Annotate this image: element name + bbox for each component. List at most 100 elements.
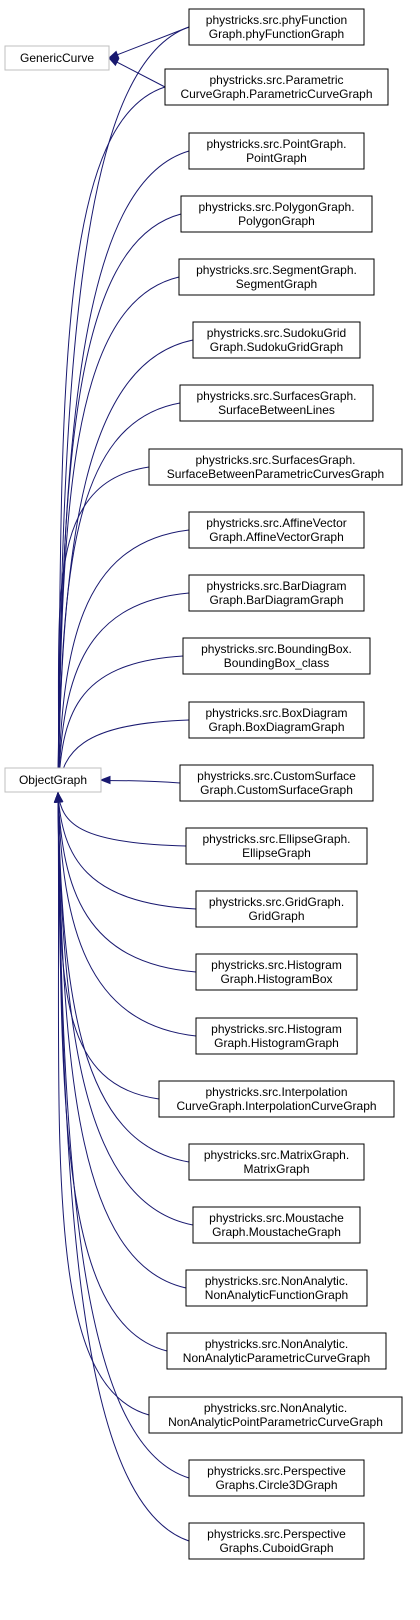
class-node-box xyxy=(185,1269,368,1307)
class-node[interactable]: phystricks.src.AffineVectorGraph.AffineV… xyxy=(188,511,365,549)
class-node-label: phystricks.src.Perspective xyxy=(207,1464,346,1478)
class-node[interactable]: phystricks.src.NonAnalytic.NonAnalyticFu… xyxy=(185,1269,368,1307)
inheritance-edge xyxy=(57,792,160,1100)
inheritance-edge xyxy=(57,792,150,1416)
class-node-box xyxy=(188,511,365,549)
class-node[interactable]: phystricks.src.PointGraph.PointGraph xyxy=(188,132,365,170)
class-node-label: phystricks.src.Parametric xyxy=(209,73,343,87)
class-node-label: phystricks.src.MatrixGraph. xyxy=(204,1148,349,1162)
class-node-label: phystricks.src.BarDiagram xyxy=(206,579,346,593)
class-node-label: EllipseGraph xyxy=(242,846,311,860)
class-node-box xyxy=(182,637,371,675)
class-node-label: phystricks.src.NonAnalytic. xyxy=(205,1337,348,1351)
class-node-label: phystricks.src.Histogram xyxy=(211,958,342,972)
class-node[interactable]: phystricks.src.GridGraph.GridGraph xyxy=(195,890,358,928)
class-node-label: Graph.MoustacheGraph xyxy=(212,1225,341,1239)
class-node-box xyxy=(192,321,361,359)
class-node-label: phystricks.src.PointGraph. xyxy=(206,137,346,151)
class-node[interactable]: phystricks.src.ParametricCurveGraph.Para… xyxy=(164,68,389,106)
class-node-label: phystricks.src.phyFunction xyxy=(206,13,347,27)
class-node-label: Graph.BarDiagramGraph xyxy=(209,593,343,607)
inheritance-edge xyxy=(57,26,190,794)
inheritance-edge xyxy=(57,592,190,794)
class-node-label: PolygonGraph xyxy=(238,214,315,228)
class-node-label: MatrixGraph xyxy=(243,1162,309,1176)
inheritance-edge xyxy=(57,276,180,794)
class-node-label: phystricks.src.CustomSurface xyxy=(197,769,356,783)
inheritance-edge xyxy=(57,792,197,973)
class-node-box xyxy=(166,1332,387,1370)
node-object-graph[interactable]: ObjectGraph xyxy=(4,767,102,793)
class-node-box xyxy=(188,1459,365,1497)
inheritance-edge xyxy=(57,792,194,1226)
inheritance-arrowhead xyxy=(107,57,120,67)
class-node-label: phystricks.src.Histogram xyxy=(211,1022,342,1036)
class-node-label: phystricks.src.SurfacesGraph. xyxy=(195,453,355,467)
inheritance-edge xyxy=(57,792,168,1352)
inheritance-edge xyxy=(57,466,150,794)
class-node-box xyxy=(192,1206,361,1244)
class-node-label: phystricks.src.AffineVector xyxy=(206,516,347,530)
class-node[interactable]: phystricks.src.SegmentGraph.SegmentGraph xyxy=(178,258,375,296)
class-node-label: SegmentGraph xyxy=(236,277,317,291)
class-node-label: phystricks.src.NonAnalytic. xyxy=(205,1274,348,1288)
class-node[interactable]: phystricks.src.PerspectiveGraphs.Circle3… xyxy=(188,1459,365,1497)
class-node[interactable]: phystricks.src.SudokuGridGraph.SudokuGri… xyxy=(192,321,361,359)
class-node-label: Graph.HistogramGraph xyxy=(214,1036,339,1050)
inheritance-edge xyxy=(108,57,166,88)
inheritance-edge xyxy=(57,792,197,910)
class-node-box xyxy=(178,258,375,296)
class-node-label: phystricks.src.BoundingBox. xyxy=(201,642,352,656)
class-node-box xyxy=(164,68,389,106)
class-node[interactable]: phystricks.src.SurfacesGraph.SurfaceBetw… xyxy=(148,448,403,486)
class-node[interactable]: phystricks.src.CustomSurfaceGraph.Custom… xyxy=(179,764,374,802)
class-node[interactable]: phystricks.src.MatrixGraph.MatrixGraph xyxy=(188,1143,365,1181)
class-node[interactable]: phystricks.src.NonAnalytic.NonAnalyticPa… xyxy=(166,1332,387,1370)
class-node-label: phystricks.src.SudokuGrid xyxy=(207,326,346,340)
class-node-label: Graph.phyFunctionGraph xyxy=(209,27,344,41)
class-node-box xyxy=(148,448,403,486)
class-node[interactable]: phystricks.src.MoustacheGraph.MoustacheG… xyxy=(192,1206,361,1244)
inheritance-edge xyxy=(57,655,184,794)
class-node[interactable]: phystricks.src.HistogramGraph.HistogramG… xyxy=(195,1017,358,1055)
class-node-label: phystricks.src.EllipseGraph. xyxy=(202,832,350,846)
inheritance-edge xyxy=(57,339,194,794)
class-node-box xyxy=(195,1017,358,1055)
class-node-box xyxy=(188,132,365,170)
class-node[interactable]: phystricks.src.phyFunctionGraph.phyFunct… xyxy=(188,8,365,46)
class-node-label: Graph.AffineVectorGraph xyxy=(209,530,344,544)
class-node[interactable]: phystricks.src.SurfacesGraph.SurfaceBetw… xyxy=(179,384,374,422)
inheritance-edge xyxy=(57,402,181,794)
class-node-label: Graph.BoxDiagramGraph xyxy=(208,720,344,734)
class-node[interactable]: phystricks.src.EllipseGraph.EllipseGraph xyxy=(185,827,368,865)
class-node[interactable]: phystricks.src.BarDiagramGraph.BarDiagra… xyxy=(188,574,365,612)
class-node[interactable]: phystricks.src.HistogramGraph.HistogramB… xyxy=(195,953,358,991)
class-node-label: CurveGraph.ParametricCurveGraph xyxy=(180,87,372,101)
class-node-label: NonAnalyticFunctionGraph xyxy=(205,1288,348,1302)
class-node-label: CurveGraph.InterpolationCurveGraph xyxy=(176,1099,376,1113)
class-node-label: phystricks.src.SegmentGraph. xyxy=(196,263,357,277)
class-node-label: phystricks.src.Perspective xyxy=(207,1527,346,1541)
class-node-box xyxy=(158,1080,395,1118)
derived-class-nodes: phystricks.src.phyFunctionGraph.phyFunct… xyxy=(148,8,403,1560)
inheritance-edge xyxy=(57,792,187,1289)
class-node[interactable]: phystricks.src.BoxDiagramGraph.BoxDiagra… xyxy=(188,701,365,739)
inheritance-arrowhead xyxy=(99,775,111,785)
class-node[interactable]: phystricks.src.InterpolationCurveGraph.I… xyxy=(158,1080,395,1118)
class-node-box xyxy=(180,195,373,233)
node-generic-curve[interactable]: GenericCurve xyxy=(4,45,110,71)
inheritance-edge xyxy=(57,529,190,794)
class-node-label: GridGraph xyxy=(248,909,304,923)
class-node-label: phystricks.src.NonAnalytic. xyxy=(204,1401,347,1415)
class-node[interactable]: phystricks.src.PolygonGraph.PolygonGraph xyxy=(180,195,373,233)
class-node-label: BoundingBox_class xyxy=(224,656,329,670)
class-node-label: Graphs.CuboidGraph xyxy=(219,1541,333,1555)
class-node[interactable]: phystricks.src.BoundingBox.BoundingBox_c… xyxy=(182,637,371,675)
class-node-label: Graph.SudokuGridGraph xyxy=(210,340,343,354)
class-node[interactable]: phystricks.src.PerspectiveGraphs.CuboidG… xyxy=(188,1522,365,1560)
class-node-label: phystricks.src.BoxDiagram xyxy=(205,706,347,720)
class-node-label: Graph.HistogramBox xyxy=(220,972,332,986)
class-node[interactable]: phystricks.src.NonAnalytic.NonAnalyticPo… xyxy=(148,1396,403,1434)
class-node-box xyxy=(195,890,358,928)
class-node-label: phystricks.src.GridGraph. xyxy=(209,895,344,909)
